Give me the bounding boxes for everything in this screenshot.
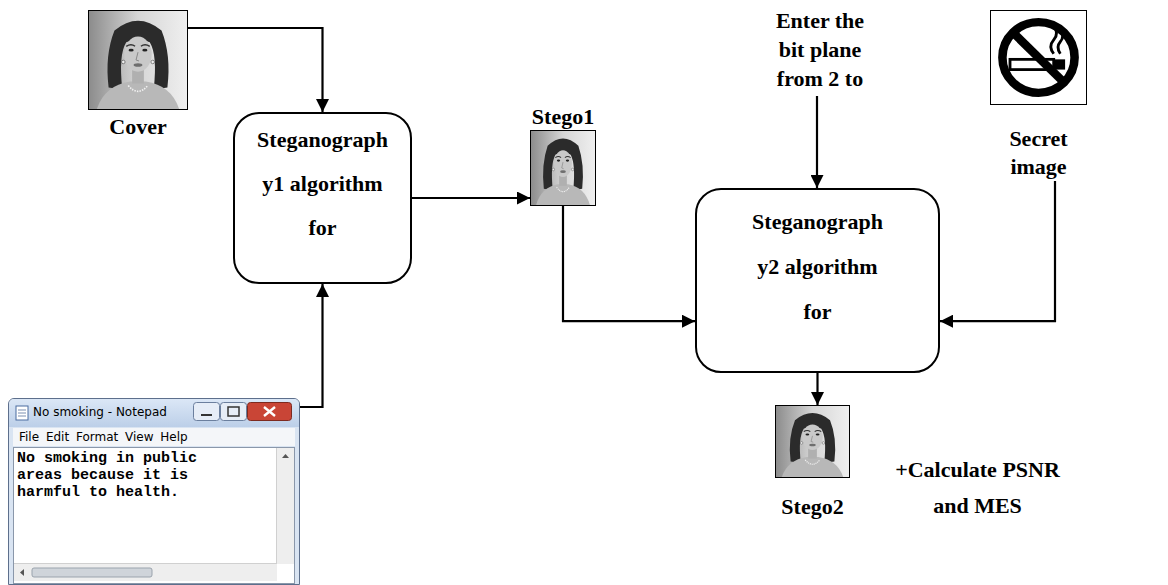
svg-shape [776,406,849,477]
ellipse-shape [566,160,569,162]
ellipse-shape [557,160,560,162]
text-area: No smoking in public areas because it is… [13,447,295,584]
input-arrow [816,96,818,188]
flow-arrow [563,206,695,321]
ellipse-shape [142,49,147,52]
horizontal-scrollbar [14,563,277,581]
image-caption: Secret image [990,125,1087,181]
menu-items: File Edit Format View Help [19,430,188,444]
svg-shape [89,11,187,109]
title-bar: No smoking - Notepad [9,399,299,427]
svg-shape [991,11,1086,104]
annotation-text: +Calculate PSNR and MES [890,452,1065,524]
ellipse-shape [554,150,572,177]
rect-shape [531,131,595,205]
ellipse-shape [805,433,809,435]
line-shape [1013,32,1064,82]
process-box: Steganograph y1 algorithm for [233,112,412,284]
flow-arrow [188,28,323,112]
ellipse-shape [809,444,816,447]
svg-shape [15,405,29,421]
path-shape [264,407,275,416]
rect-shape [991,11,1086,104]
image-node: Cover [88,10,188,140]
path-shape [555,157,570,158]
annotation-text: Enter the bit plane from 2 to [764,6,876,93]
image-caption: Stego2 [775,494,850,520]
rect-shape [194,403,220,421]
ellipse-shape [129,49,134,52]
path-shape [790,413,835,463]
svg-shape [531,131,595,205]
path-shape [562,162,564,169]
flow-arrow [940,181,1055,321]
portrait-photo [88,10,188,110]
path-shape [543,138,583,190]
line-shape [18,413,26,414]
flow-arrow [412,197,530,199]
circle-shape [122,60,126,64]
process-box-text: Steganograph y1 algorithm for [248,118,398,250]
process-box-text: Steganograph y2 algorithm for [743,199,893,334]
line-shape [201,414,212,416]
ellipse-shape [560,170,566,173]
path-shape [811,436,813,442]
rect-shape [248,403,292,421]
svg-shape [14,564,277,581]
circle-shape [800,442,803,445]
path-shape [20,569,24,576]
path-shape [136,52,139,61]
rect-shape [221,403,247,421]
no-smoking-sign [990,10,1087,105]
ellipse-shape [134,63,143,67]
path-shape [804,430,822,431]
rect-shape [228,407,239,416]
circle-shape [151,60,155,64]
svg-shape [193,402,293,422]
image-caption: Stego1 [530,106,596,128]
path-shape [97,82,179,109]
circle-shape [571,168,573,171]
path-shape [782,457,843,477]
path-shape [107,21,168,90]
circle-shape [1002,22,1074,93]
path-shape [282,454,289,458]
image-node: Secret image [990,10,1087,181]
rect-shape [16,406,28,420]
line-shape [18,410,26,411]
circle-shape [552,168,554,171]
menu-bar: File Edit Format View Help [13,428,295,446]
notepad-window: No smoking - NotepadFile Edit Format Vie… [8,398,300,585]
svg-shape [277,448,294,564]
circle-shape [822,442,825,445]
note-text: No smoking in public areas because it is… [17,450,206,501]
path-shape [557,187,570,191]
rect-shape [32,568,152,577]
path-shape [128,85,148,91]
line-shape [18,416,26,417]
path-shape [805,460,820,464]
path-shape [536,184,590,205]
flow-arrow [300,284,323,407]
flow-arrow [816,373,818,405]
portrait-photo [775,405,850,478]
ellipse-shape [802,424,822,450]
process-box: Steganograph y2 algorithm for [695,188,940,373]
portrait-photo [530,130,596,206]
image-node: Stego2 [775,405,850,520]
vertical-scrollbar [276,448,294,564]
window-title: No smoking - Notepad [33,405,167,419]
ellipse-shape [124,36,151,71]
ellipse-shape [816,433,820,435]
image-caption: Cover [88,114,188,140]
rect-shape [1054,59,1065,69]
rect-shape [89,11,187,109]
rect-shape [776,406,849,477]
image-node: Stego1 [530,106,596,206]
path-shape [126,45,150,46]
